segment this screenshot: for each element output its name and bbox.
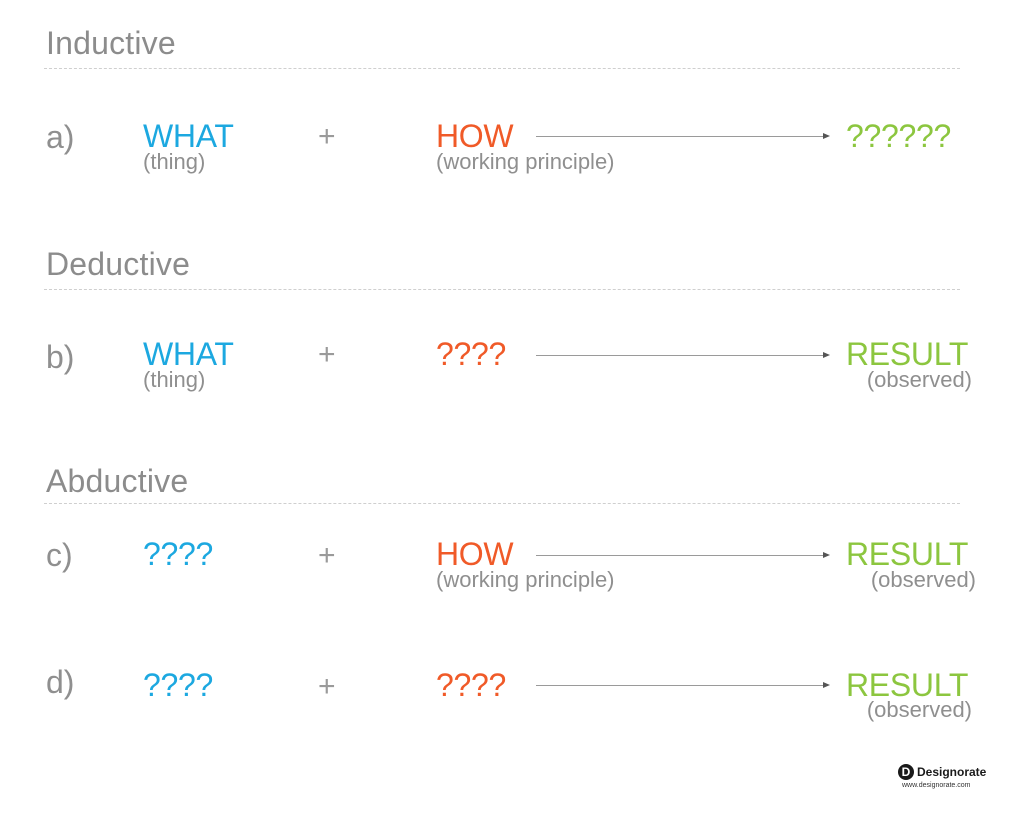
section-divider: [44, 503, 960, 504]
what-term: ????: [143, 667, 213, 703]
arrow-icon: [536, 352, 830, 358]
row-label: b): [46, 339, 75, 375]
how-term: ????: [436, 336, 506, 372]
arrow-icon: [536, 133, 830, 139]
result-subtitle: (observed): [870, 567, 976, 592]
result-term: RESULT: [846, 536, 969, 572]
row-label: a): [46, 119, 75, 155]
plus-sign: +: [318, 338, 336, 371]
what-subtitle: (thing): [143, 367, 206, 392]
what-term: ????: [143, 536, 213, 572]
how-term: HOW: [436, 118, 514, 154]
designorate-logo-icon: D: [898, 764, 914, 780]
plus-sign: +: [318, 670, 336, 703]
plus-sign: +: [318, 120, 336, 153]
arrow-icon: [536, 552, 830, 558]
how-subtitle: (working principle): [436, 567, 615, 592]
result-term: ??????: [846, 118, 951, 154]
result-subtitle: (observed): [866, 367, 972, 392]
result-term: RESULT: [846, 667, 969, 703]
plus-sign: +: [318, 539, 336, 572]
result-subtitle: (observed): [866, 697, 972, 722]
how-term: HOW: [436, 536, 514, 572]
section-title-abductive: Abductive: [46, 463, 189, 499]
brand-name: Designorate: [917, 765, 987, 779]
section-title-deductive: Deductive: [46, 246, 191, 282]
what-term: WHAT: [143, 336, 234, 372]
brand-url: www.designorate.com: [902, 782, 971, 789]
section-divider: [44, 289, 960, 290]
result-term: RESULT: [846, 336, 969, 372]
section-title-inductive: Inductive: [46, 25, 176, 61]
how-term: ????: [436, 667, 506, 703]
what-subtitle: (thing): [143, 149, 206, 174]
row-label: d): [46, 664, 75, 700]
arrow-icon: [536, 682, 830, 688]
section-divider: [44, 68, 960, 69]
how-subtitle: (working principle): [436, 149, 615, 174]
row-label: c): [46, 537, 73, 573]
what-term: WHAT: [143, 118, 234, 154]
